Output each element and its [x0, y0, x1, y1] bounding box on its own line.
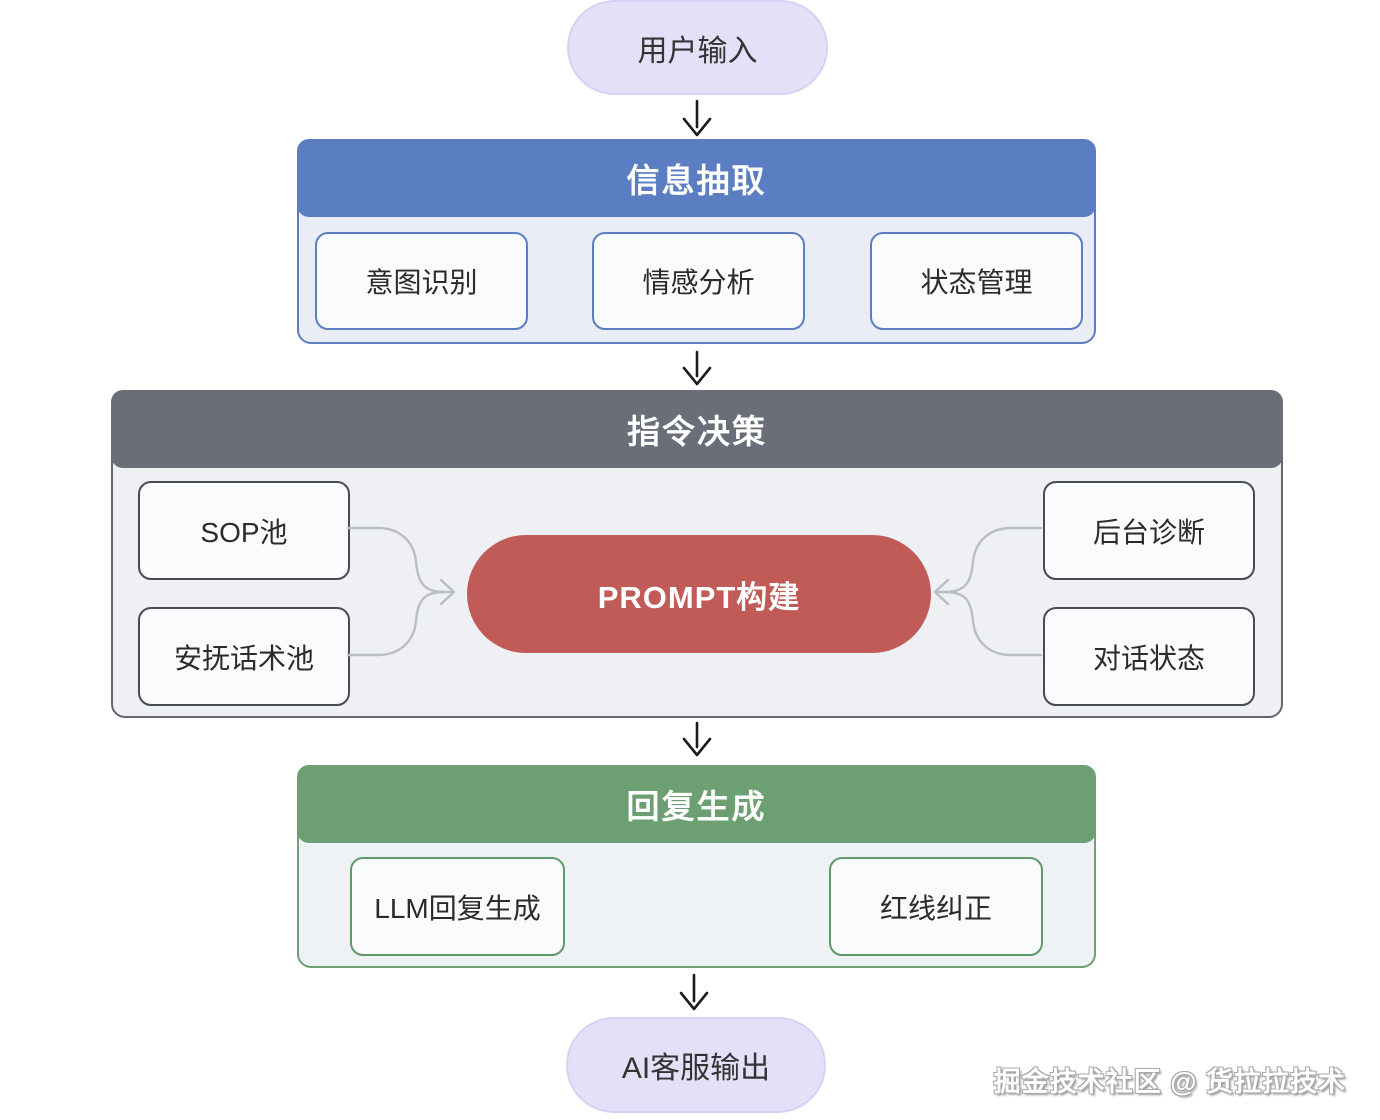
section-reply-generation-title: 回复生成: [297, 765, 1096, 843]
node-state-management: 状态管理: [870, 232, 1083, 330]
section-reply-generation: 回复生成 LLM回复生成 红线纠正: [297, 765, 1096, 968]
section-instruction-decision-title: 指令决策: [111, 390, 1283, 468]
node-llm-reply-generation-label: LLM回复生成: [374, 892, 541, 924]
node-dialogue-state-label: 对话状态: [1092, 642, 1205, 674]
node-soothing-script-pool: 安抚话术池: [138, 607, 350, 706]
node-sentiment-analysis: 情感分析: [592, 232, 805, 330]
node-dialogue-state: 对话状态: [1043, 607, 1255, 706]
node-sop-pool-label: SOP池: [200, 516, 288, 548]
node-backend-diagnosis: 后台诊断: [1043, 481, 1255, 580]
node-llm-reply-generation: LLM回复生成: [350, 857, 565, 956]
section-instruction-decision: 指令决策 SOP池 安抚话术池 PROMPT构建 后台诊断 对话状态: [111, 390, 1283, 718]
node-ai-output: AI客服输出: [566, 1017, 826, 1113]
node-prompt-build-label: PROMPT构建: [597, 579, 801, 615]
node-intent-recognition: 意图识别: [315, 232, 528, 330]
node-user-input: 用户输入: [567, 0, 828, 95]
section-info-extraction-title: 信息抽取: [297, 139, 1096, 217]
node-soothing-script-pool-label: 安抚话术池: [173, 642, 314, 674]
node-sentiment-analysis-label: 情感分析: [642, 267, 755, 298]
node-redline-correction-label: 红线纠正: [879, 892, 992, 924]
node-intent-recognition-label: 意图识别: [365, 267, 478, 298]
node-backend-diagnosis-label: 后台诊断: [1092, 516, 1205, 548]
node-sop-pool: SOP池: [138, 481, 350, 580]
node-redline-correction: 红线纠正: [829, 857, 1043, 956]
node-state-management-label: 状态管理: [920, 267, 1033, 298]
watermark: 掘金技术社区 @ 货拉拉技术: [993, 1067, 1346, 1097]
node-ai-output-label: AI客服输出: [621, 1052, 771, 1085]
node-user-input-label: 用户输入: [637, 34, 758, 68]
section-info-extraction: 信息抽取 意图识别 情感分析 状态管理: [297, 139, 1096, 344]
node-prompt-build: PROMPT构建: [467, 535, 931, 653]
